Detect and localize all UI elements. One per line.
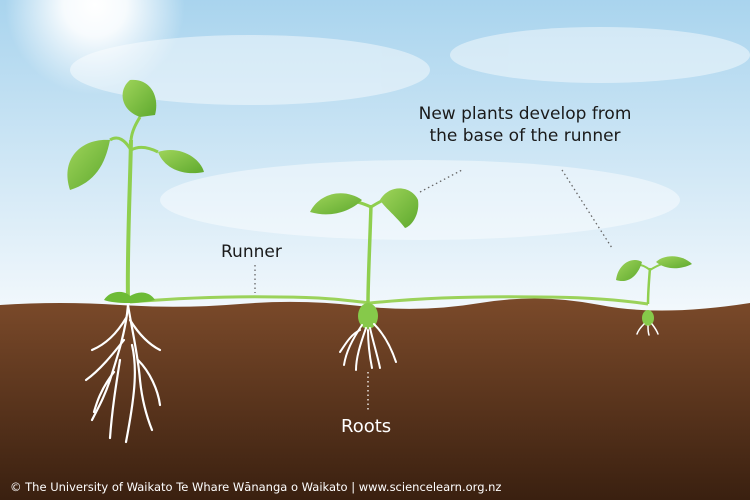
sun <box>5 0 185 95</box>
middle-roots <box>339 323 397 371</box>
leaf <box>67 139 110 190</box>
small-roots <box>636 323 659 336</box>
parent-plant <box>67 79 204 303</box>
roots-label: Roots <box>341 416 392 437</box>
leaf <box>380 188 419 228</box>
new-plants-label: New plants develop from the base of the … <box>418 104 632 146</box>
leaf <box>158 150 204 174</box>
middle-plant <box>310 188 419 329</box>
copyright-credit: © The University of Waikato Te Whare Wān… <box>10 480 502 494</box>
leaf <box>656 256 692 269</box>
new-plants-leader <box>419 169 463 193</box>
runner-stem <box>129 295 649 306</box>
leaf <box>122 79 157 117</box>
soil <box>0 298 750 500</box>
runner-label: Runner <box>221 242 282 262</box>
leader-lines <box>254 169 613 412</box>
leaf <box>616 260 642 282</box>
parent-roots <box>84 303 162 444</box>
small-plant <box>616 256 692 326</box>
clouds <box>70 27 750 240</box>
new-plants-leader <box>561 169 613 249</box>
leaf <box>310 193 362 215</box>
